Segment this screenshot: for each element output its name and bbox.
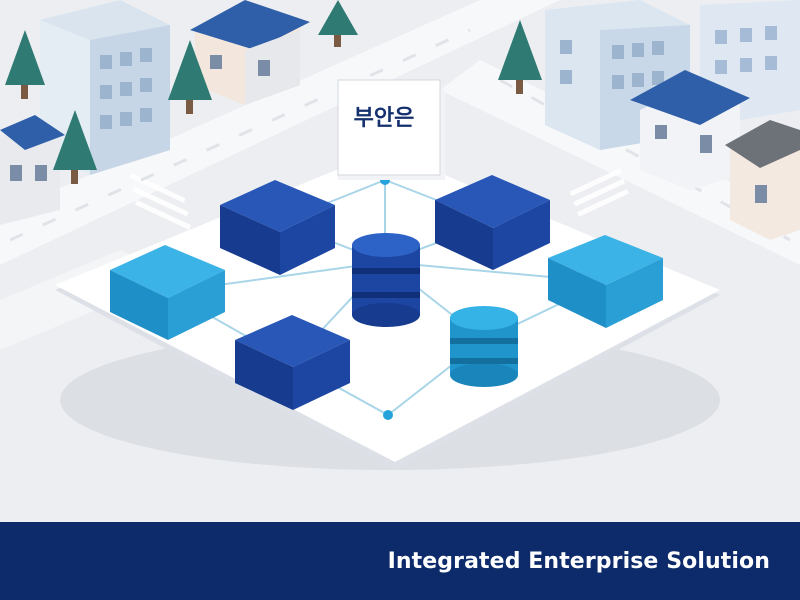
server-block [235,315,350,410]
isometric-city-scene: 부안은 [0,0,800,470]
tree-icon [5,30,45,99]
database-icon [352,233,420,327]
sign-label: 부안은 [354,106,415,131]
trees [5,0,542,184]
tree-icon [168,40,212,114]
house-right-blue-roof [630,70,750,190]
tree-icon [318,0,358,47]
bottom-banner: Integrated Enterprise Solution [0,522,800,600]
server-block [435,175,550,270]
house-left-blue-roof [190,0,310,105]
location-sign: 부안은 [337,79,445,180]
banner-title: Integrated Enterprise Solution [387,548,770,574]
server-block [220,180,335,275]
house-right-gray-roof [725,120,800,240]
tree-icon [53,110,97,184]
server-block [548,235,663,328]
tree-icon [498,20,542,94]
house-far-left [0,115,65,225]
node-dot [383,410,393,420]
database-icon [450,306,518,387]
server-block [110,245,225,340]
